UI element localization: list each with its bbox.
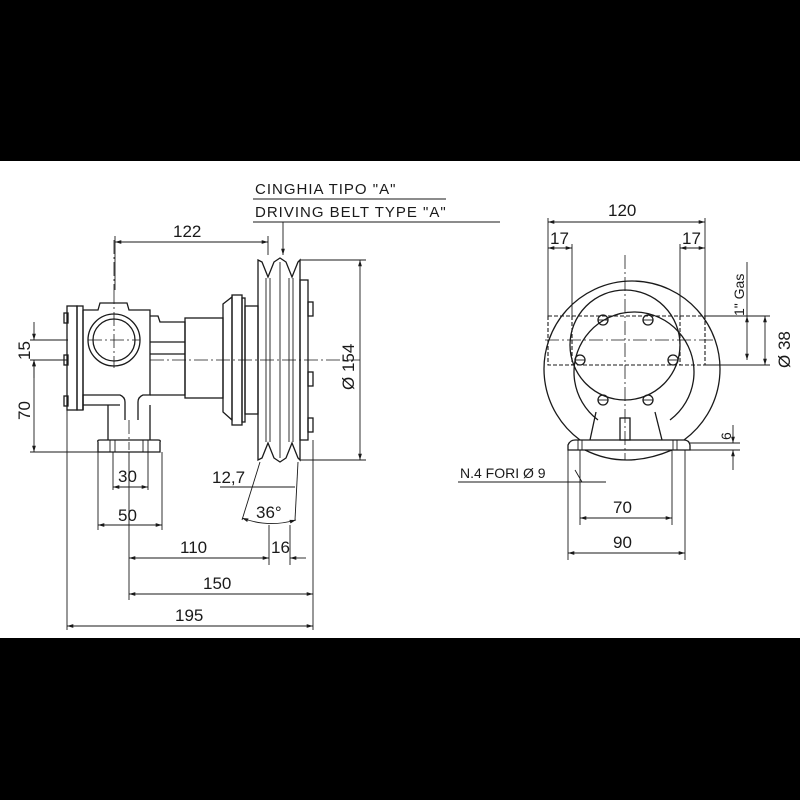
svg-text:70: 70: [15, 401, 34, 420]
side-view: 122 Ø 154 15 70 30: [15, 222, 366, 630]
port-block: [547, 315, 706, 366]
dimension-port-thread: 1" Gas Ø 38: [705, 262, 794, 368]
dimension-base-thickness: 6: [690, 425, 740, 470]
svg-text:16: 16: [271, 538, 290, 557]
svg-text:12,7: 12,7: [212, 468, 245, 487]
svg-text:110: 110: [180, 538, 207, 557]
bottom-black-band: [0, 638, 800, 800]
pump-body: [82, 302, 151, 420]
svg-text:15: 15: [15, 341, 34, 360]
dimension-17-left: 17: [548, 229, 573, 316]
svg-text:17: 17: [682, 229, 701, 248]
svg-text:150: 150: [203, 574, 231, 593]
dimension-hole-spacing: 70: [579, 450, 673, 525]
front-view: 120 17 17 1" Gas Ø 38 6: [458, 201, 794, 560]
top-black-band: [0, 0, 800, 161]
dimension-195: 195: [66, 410, 313, 630]
svg-text:Ø 154: Ø 154: [339, 344, 358, 390]
svg-text:Ø 38: Ø 38: [775, 331, 794, 368]
svg-text:17: 17: [550, 229, 569, 248]
dimension-110-16: 110 16: [128, 452, 306, 600]
belt-label-english: DRIVING BELT TYPE "A": [255, 204, 447, 221]
volute-outline: [543, 280, 721, 441]
svg-text:1" Gas: 1" Gas: [731, 274, 747, 316]
svg-text:N.4 FORI Ø 9: N.4 FORI Ø 9: [460, 465, 546, 481]
svg-text:120: 120: [608, 201, 636, 220]
dimension-pulley-diameter: Ø 154: [300, 259, 366, 461]
belt-label-italian: CINGHIA TIPO "A": [255, 181, 396, 198]
groove-detail: 12,7 36°: [212, 461, 299, 524]
dimension-120: 120: [547, 201, 706, 316]
dimension-vertical-left: 15 70: [15, 322, 98, 453]
svg-text:6: 6: [718, 432, 734, 440]
dimension-122: 122: [114, 222, 269, 290]
svg-text:50: 50: [118, 506, 137, 525]
svg-text:122: 122: [173, 222, 201, 241]
cover-bolts: [574, 314, 679, 406]
svg-text:195: 195: [175, 606, 203, 625]
bearing-housing: [184, 317, 224, 399]
dimension-150: 150: [129, 440, 314, 630]
svg-text:36°: 36°: [256, 503, 282, 522]
mounting-foot: [97, 405, 161, 453]
svg-text:90: 90: [613, 533, 632, 552]
svg-text:30: 30: [118, 467, 137, 486]
svg-text:70: 70: [613, 498, 632, 517]
base-plate: [567, 439, 691, 451]
dimension-base-width: 90: [567, 450, 686, 560]
dimension-17-right: 17: [679, 229, 705, 316]
belt-label: CINGHIA TIPO "A" DRIVING BELT TYPE "A": [253, 181, 500, 255]
dimension-foot: 30 50: [97, 452, 163, 530]
dimension-holes: N.4 FORI Ø 9: [458, 465, 606, 483]
